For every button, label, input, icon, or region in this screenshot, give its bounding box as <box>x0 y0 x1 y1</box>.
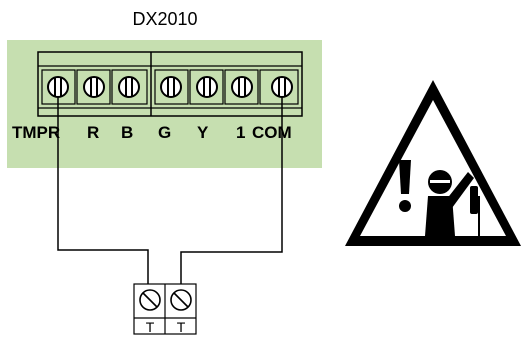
screw-terminal-icon <box>47 76 293 98</box>
tamper-label-2: T <box>177 319 186 335</box>
wire-tmpr <box>57 97 149 286</box>
terminal-cells <box>41 69 299 105</box>
warning-triangle-icon <box>345 80 521 246</box>
tamper-label-1: T <box>146 319 155 335</box>
terminal-label-y: Y <box>197 123 209 142</box>
terminal-label-r: R <box>87 123 99 142</box>
tamper-switch <box>133 283 197 335</box>
terminal-label-b: B <box>121 123 133 142</box>
terminal-label-1: 1 <box>236 123 245 142</box>
terminal-label-com: COM <box>252 123 292 142</box>
wires <box>57 97 283 286</box>
exclamation-icon <box>399 160 411 212</box>
wire-com <box>180 97 283 286</box>
device-title: DX2010 <box>132 9 197 29</box>
technician-icon <box>425 170 480 236</box>
terminal-label-g: G <box>158 123 171 142</box>
terminal-label-tmpr: TMPR <box>12 123 60 142</box>
